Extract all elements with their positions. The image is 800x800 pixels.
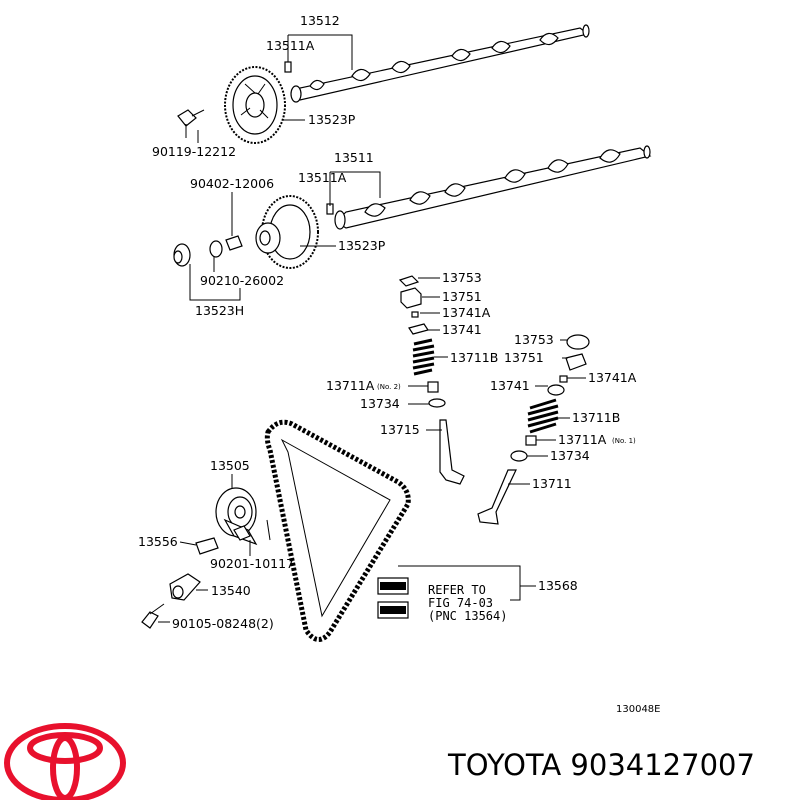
label-13741-left: 13741 <box>442 322 482 337</box>
lower-sprocket <box>255 195 319 269</box>
toyota-logo <box>4 723 126 800</box>
tensioner <box>169 573 201 601</box>
label-13523h: 13523H <box>195 303 244 318</box>
label-13512: 13512 <box>300 13 340 28</box>
refer-line-2: FIG 74-03 <box>428 596 493 610</box>
reference-parts <box>377 577 409 619</box>
label-13523p-lower: 13523P <box>338 238 386 253</box>
label-13505: 13505 <box>210 458 250 473</box>
figure-code: 130048E <box>616 704 661 715</box>
idler-pulley <box>215 487 258 546</box>
right-valve-stack <box>477 334 590 525</box>
label-13741-right: 13741 <box>490 378 530 393</box>
label-13734-left: 13734 <box>360 396 400 411</box>
label-13540: 13540 <box>211 583 251 598</box>
brand-caption: TOYOTA 9034127007 <box>447 748 755 782</box>
upper-bolt <box>177 109 205 138</box>
label-13751-right: 13751 <box>504 350 544 365</box>
label-13711b-left: 13711B <box>450 350 498 365</box>
label-13741a-left: 13741A <box>442 305 491 320</box>
label-no1: (No. 1) <box>612 437 636 445</box>
upper-camshaft <box>290 24 590 103</box>
label-13511a-lower: 13511A <box>298 170 347 185</box>
label-90210-26002: 90210-26002 <box>200 273 284 288</box>
label-90402-12006: 90402-12006 <box>190 176 274 191</box>
label-13523p-upper: 13523P <box>308 112 356 127</box>
label-13711a-left: 13711A <box>326 378 375 393</box>
label-13734-right: 13734 <box>550 448 590 463</box>
label-90105-08248: 90105-08248(2) <box>172 616 274 631</box>
refer-line-1: REFER TO <box>428 583 486 597</box>
label-90119-12212: 90119-12212 <box>152 144 236 159</box>
tensioner-bolt <box>141 603 165 629</box>
label-90201-10117: 90201-10117 <box>210 556 294 571</box>
label-13511a-upper: 13511A <box>266 38 315 53</box>
label-13741a-right: 13741A <box>588 370 637 385</box>
label-13711b-right: 13711B <box>572 410 620 425</box>
lower-camshaft <box>334 145 652 230</box>
upper-pin <box>284 61 292 73</box>
label-13568: 13568 <box>538 578 578 593</box>
label-13556: 13556 <box>138 534 178 549</box>
upper-sprocket <box>224 66 286 144</box>
label-no2: (No. 2) <box>377 383 401 391</box>
label-13751-left: 13751 <box>442 289 482 304</box>
label-13753-left: 13753 <box>442 270 482 285</box>
timing-belt <box>264 419 411 642</box>
label-13753-right: 13753 <box>514 332 554 347</box>
label-13511: 13511 <box>334 150 374 165</box>
leader-lines <box>158 34 586 623</box>
idler-bolt <box>195 519 271 555</box>
label-13715: 13715 <box>380 422 420 437</box>
label-13711: 13711 <box>532 476 572 491</box>
part-labels: 13512 13511A 13523P 90119-12212 13511 13… <box>138 13 661 715</box>
washer-and-ring <box>173 235 243 267</box>
label-13711a-right: 13711A <box>558 432 607 447</box>
left-valve-stack <box>398 275 465 485</box>
refer-line-3: (PNC 13564) <box>428 609 507 623</box>
